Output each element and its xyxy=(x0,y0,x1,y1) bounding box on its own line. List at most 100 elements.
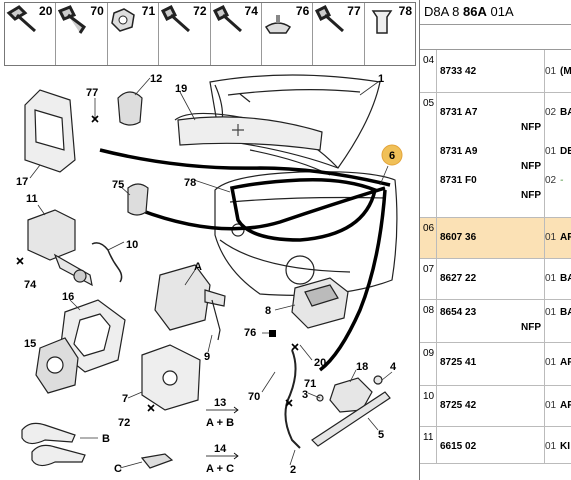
row-index: 11 xyxy=(423,432,434,443)
part-entry[interactable]: 8654 2301BANFP xyxy=(420,307,571,333)
bolt-icon xyxy=(58,5,87,34)
part-code[interactable]: 8654 23 xyxy=(440,307,477,318)
fastener-72-number: 72 xyxy=(193,4,207,18)
part-code[interactable]: 8731 A9 xyxy=(440,146,478,157)
part-quantity: 01 xyxy=(545,441,557,452)
part-code[interactable]: 8731 A7 xyxy=(440,107,478,118)
fastener-20: 20 xyxy=(5,3,57,65)
fastener-76-number: 76 xyxy=(295,4,310,18)
fastener-71-number: 71 xyxy=(141,4,156,18)
part-code[interactable]: 8725 41 xyxy=(440,357,477,368)
part-a-lock xyxy=(154,264,211,331)
part-description: - xyxy=(560,175,564,186)
part-code[interactable]: 8627 22 xyxy=(440,273,477,284)
part-quantity: 01 xyxy=(545,146,557,157)
fastener-77-number: 77 xyxy=(347,4,361,18)
part-entry[interactable]: 8731 A7 02BA NFP xyxy=(420,107,571,133)
fastener-76: 76 xyxy=(262,3,314,65)
nut-icon xyxy=(110,8,135,32)
row-index: 06 xyxy=(423,223,435,234)
screw-icon xyxy=(315,4,345,33)
part-description: AF xyxy=(560,357,571,368)
nfp-label: NFP xyxy=(521,322,541,333)
part-entry[interactable]: 8627 22 01BA xyxy=(420,273,571,287)
part-description: DE xyxy=(560,146,571,157)
callout-77: 77 xyxy=(86,87,98,99)
callout-8: 8 xyxy=(265,305,271,317)
screw-icon xyxy=(161,4,191,33)
part-10-rod xyxy=(91,242,123,283)
part-quantity: 02 xyxy=(545,107,557,118)
part-entry[interactable]: 8607 3601AF xyxy=(420,232,571,246)
callout-70: 70 xyxy=(248,391,260,403)
header-spacer xyxy=(420,25,571,50)
nfp-label: NFP xyxy=(521,161,541,172)
callout-19: 19 xyxy=(175,83,187,95)
diagram-drawing: 1 2 3 4 5 6 7 8 9 10 11 12 13 14 15 16 1… xyxy=(16,73,403,476)
callout-16: 16 xyxy=(62,291,74,303)
grommet-icon xyxy=(264,15,291,34)
part-quantity: 01 xyxy=(545,273,557,284)
part-entry[interactable]: 8731 A9 01DE NFP xyxy=(420,146,571,172)
part-19-trim xyxy=(177,116,323,151)
callout-10: 10 xyxy=(126,239,138,251)
key-c xyxy=(140,453,174,469)
callout-14: 14 xyxy=(214,443,227,455)
callout-7: 7 xyxy=(122,393,128,405)
fastener-77: 77 xyxy=(313,3,365,65)
part-code[interactable]: 6615 02 xyxy=(440,441,477,452)
callout-15: 15 xyxy=(24,338,36,350)
part-entry[interactable]: 8725 4201AF xyxy=(420,400,571,414)
part-code[interactable]: 8607 36 xyxy=(440,232,477,243)
fastener-72: 72 xyxy=(159,3,211,65)
callout-5: 5 xyxy=(378,429,384,441)
ref-suffix: 01A xyxy=(490,4,514,19)
parts-row-07[interactable]: 07 8627 22 01BA xyxy=(420,259,571,300)
part-2-cable xyxy=(284,349,301,449)
part-description: BA xyxy=(560,107,571,118)
part-code[interactable]: 8733 42 xyxy=(440,66,477,77)
callout-18: 18 xyxy=(356,361,368,373)
row-index: 07 xyxy=(423,264,435,275)
part-entry[interactable]: 8725 4101AF xyxy=(420,357,571,371)
key-b-2 xyxy=(31,444,86,467)
part-code[interactable]: 8725 42 xyxy=(440,400,477,411)
part-quantity: 01 xyxy=(545,400,557,411)
screw-icon xyxy=(6,5,36,33)
callout-78: 78 xyxy=(184,177,196,189)
key-b-1 xyxy=(21,422,76,445)
part-description: BA xyxy=(560,307,571,318)
car-rear xyxy=(214,171,398,296)
nfp-label: NFP xyxy=(521,122,541,133)
nfp-label: NFP xyxy=(521,190,541,201)
part-description: BA xyxy=(560,273,571,284)
callout-71: 71 xyxy=(304,378,316,390)
callout-c: C xyxy=(114,463,122,475)
part-code[interactable]: 8731 F0 xyxy=(440,175,477,186)
row-index: 04 xyxy=(423,55,435,66)
callout-6-highlight xyxy=(381,144,403,166)
exploded-parts-diagram: 1 2 3 4 5 6 7 8 9 10 11 12 13 14 15 16 1… xyxy=(4,2,416,476)
fastener-78-number: 78 xyxy=(398,4,412,18)
part-76-clip xyxy=(269,330,276,337)
screw-icon xyxy=(212,4,242,33)
callout-11: 11 xyxy=(26,193,38,205)
callout-b: B xyxy=(102,433,110,445)
callout-9: 9 xyxy=(204,351,210,363)
fastener-strip: 20 70 71 72 74 76 77 78 xyxy=(4,2,416,66)
fastener-74-number: 74 xyxy=(244,4,258,18)
part-5-strut xyxy=(311,391,391,447)
callout-17: 17 xyxy=(16,176,28,188)
